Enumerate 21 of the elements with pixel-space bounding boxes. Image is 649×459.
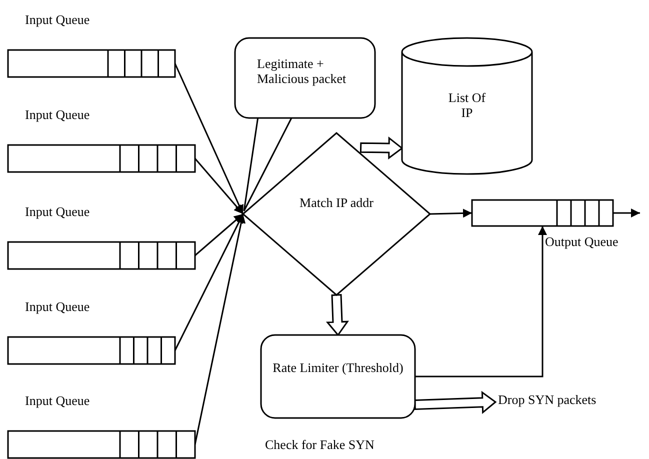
- node-label: Rate Limiter (Threshold): [272, 360, 404, 375]
- node-label: Drop SYN packets: [498, 392, 598, 407]
- block-arrow: [360, 136, 404, 160]
- arrow: [415, 226, 547, 378]
- block-arrow: [414, 390, 497, 414]
- block-arrow: [326, 294, 349, 336]
- caption-text: Output Queue: [545, 234, 618, 249]
- arrow: [174, 63, 244, 214]
- caption-text: Input Queue: [25, 204, 90, 219]
- node-label: Legitimate + Malicious packet: [256, 56, 348, 86]
- caption-text: Check for Fake SYN: [265, 437, 374, 452]
- arrow: [194, 158, 244, 214]
- node-label: Match IP addr: [298, 195, 374, 210]
- arrow: [194, 213, 244, 256]
- arrow: [430, 208, 472, 218]
- caption-text: Input Queue: [25, 299, 90, 314]
- caption-text: Input Queue: [25, 12, 90, 27]
- node-label: List Of IP: [447, 90, 487, 120]
- caption-text: Input Queue: [25, 107, 90, 122]
- caption-text: Input Queue: [25, 393, 90, 408]
- arrow: [613, 208, 640, 218]
